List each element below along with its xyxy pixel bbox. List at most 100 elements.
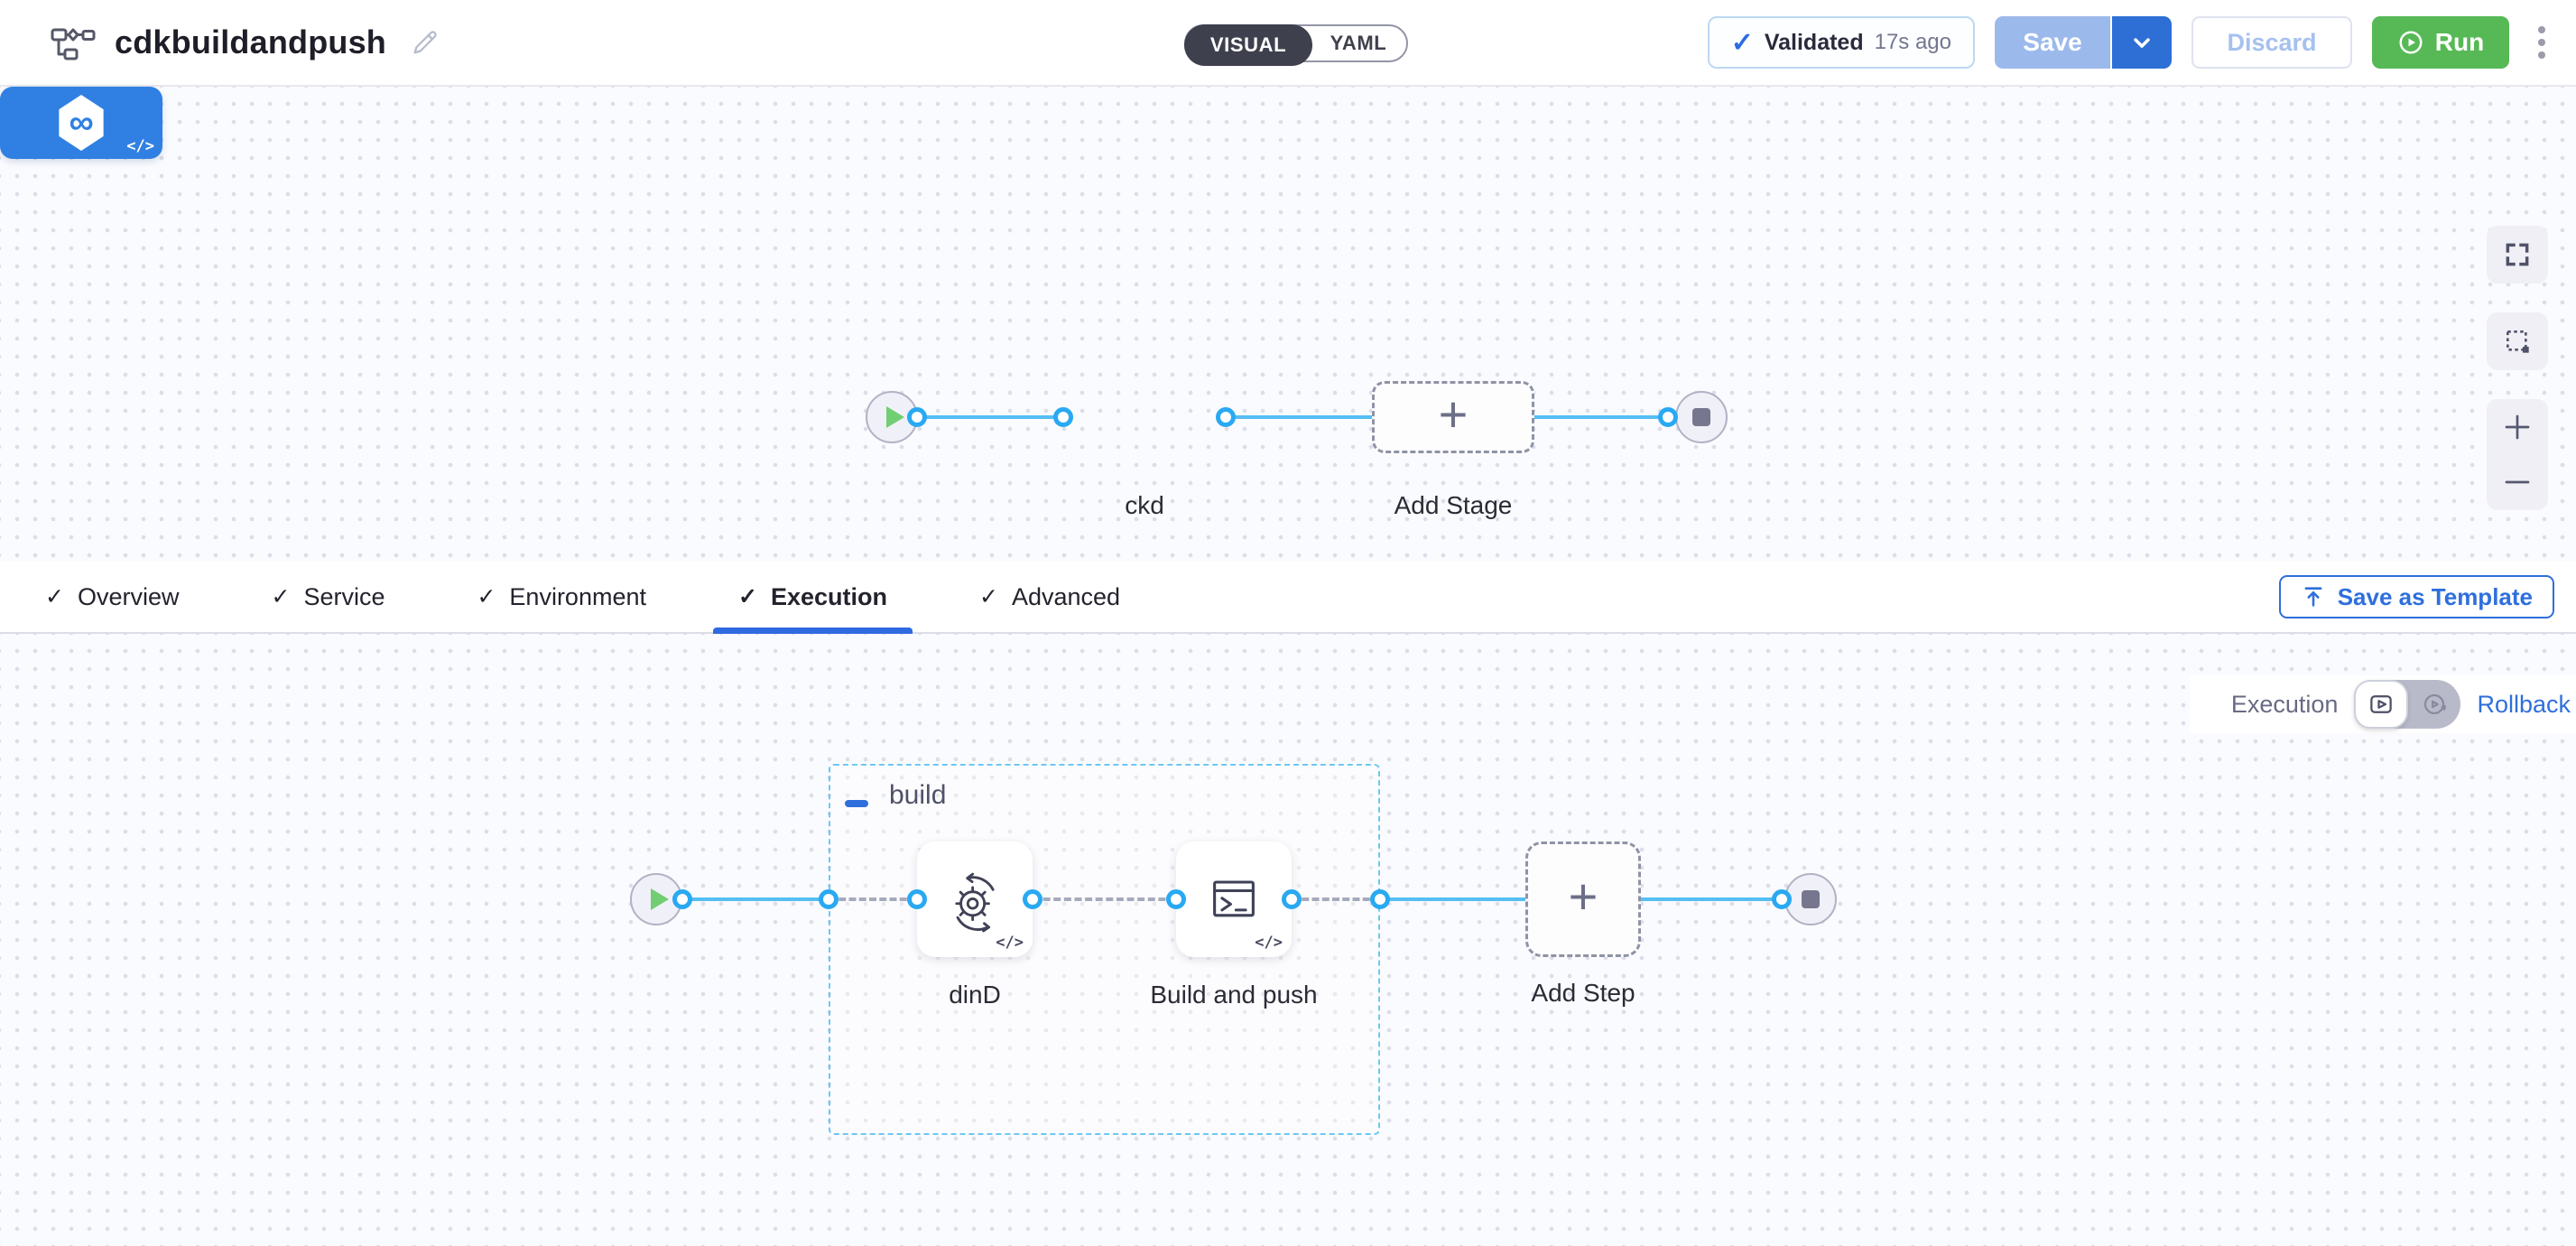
pipeline-title: cdkbuildandpush <box>115 23 387 60</box>
edit-pipeline-name-button[interactable] <box>410 27 440 58</box>
validation-time: 17s ago <box>1874 30 1951 54</box>
check-icon: ✓ <box>477 584 496 609</box>
execution-graph-canvas[interactable]: Execution Rol <box>0 634 2576 1246</box>
tab-service[interactable]: ✓ Service <box>246 562 410 632</box>
step-group-label: build <box>889 780 947 810</box>
zoom-panel <box>2487 399 2548 510</box>
header-actions: ✓ Validated 17s ago Save Discard Run <box>1707 16 2549 69</box>
execution-mode-button[interactable] <box>2354 680 2409 729</box>
step-group-build[interactable] <box>829 764 1380 1135</box>
connector-line-dashed <box>1292 897 1380 901</box>
connector-line <box>1641 897 1782 901</box>
link-port <box>1282 889 1302 909</box>
check-icon: ✓ <box>738 584 757 609</box>
fullscreen-button[interactable] <box>2487 226 2548 284</box>
plus-icon: + <box>1568 868 1598 925</box>
validation-status-text: Validated <box>1764 29 1864 55</box>
tab-label: Service <box>303 582 385 610</box>
tab-environment[interactable]: ✓ Environment <box>451 562 672 632</box>
zoom-out-button[interactable] <box>2501 466 2534 498</box>
save-split-button: Save <box>1995 16 2172 69</box>
step-name-label: Build and push <box>1150 981 1318 1009</box>
collapse-group-icon[interactable] <box>845 800 868 807</box>
connector-line <box>1226 415 1372 419</box>
tab-advanced[interactable]: ✓ Advanced <box>954 562 1145 632</box>
discard-button[interactable]: Discard <box>2191 16 2352 69</box>
connector-line <box>682 897 829 901</box>
link-port <box>1023 889 1042 909</box>
validation-status-badge[interactable]: ✓ Validated 17s ago <box>1707 16 1975 69</box>
save-as-template-label: Save as Template <box>2337 582 2533 610</box>
step-node-build-and-push[interactable]: </> <box>1176 842 1292 957</box>
add-stage-button[interactable]: + <box>1372 381 1534 453</box>
link-port <box>1772 889 1792 909</box>
run-button[interactable]: Run <box>2372 16 2509 69</box>
link-port <box>1166 889 1186 909</box>
background-service-icon <box>941 865 1009 934</box>
ci-stage-icon: ∞ <box>59 95 104 151</box>
pipeline-studio-header: cdkbuildandpush VISUAL YAML ✓ Validated … <box>0 0 2576 87</box>
add-stage-label: Add Stage <box>1394 491 1513 519</box>
toggle-visual-button[interactable]: VISUAL <box>1184 24 1312 66</box>
plus-icon: + <box>1438 386 1469 442</box>
save-as-template-button[interactable]: Save as Template <box>2278 575 2554 618</box>
check-icon: ✓ <box>271 584 291 609</box>
link-port <box>1216 407 1236 427</box>
play-box-icon <box>2368 691 2395 718</box>
pipeline-end-node <box>1675 391 1728 443</box>
execution-mode-label: Execution <box>2230 690 2339 718</box>
visual-yaml-toggle: VISUAL YAML <box>1184 24 1408 66</box>
rollback-play-icon <box>2421 691 2448 718</box>
link-port <box>819 889 839 909</box>
execution-end-node <box>1784 873 1837 925</box>
tab-label: Overview <box>77 582 180 610</box>
tab-label: Environment <box>509 582 646 610</box>
link-port <box>907 407 927 427</box>
save-button[interactable]: Save <box>1995 16 2112 69</box>
fullscreen-icon <box>2503 240 2532 269</box>
connector-line-dashed <box>1033 897 1176 901</box>
code-icon: </> <box>1255 934 1283 952</box>
link-port <box>907 889 927 909</box>
stage-config-tabbar: ✓ Overview ✓ Service ✓ Environment ✓ Exe… <box>0 562 2576 634</box>
stage-node-ckd[interactable]: ∞ </> <box>0 87 162 159</box>
chevron-down-icon <box>2129 30 2154 55</box>
step-name-label: dinD <box>949 981 1001 1009</box>
rollback-link[interactable]: Rollback <box>2477 690 2571 718</box>
check-icon: ✓ <box>1730 27 1754 58</box>
tab-label: Advanced <box>1011 582 1121 610</box>
connector-line-dashed <box>829 897 917 901</box>
stage-graph-canvas[interactable]: ∞ </> + ckd Add Stage <box>0 87 2576 562</box>
connector-line <box>1534 415 1668 419</box>
link-port <box>1053 407 1073 427</box>
add-step-label: Add Step <box>1531 979 1635 1007</box>
start-play-icon <box>885 406 904 428</box>
stop-icon <box>1802 890 1820 908</box>
stop-icon <box>1692 408 1710 426</box>
toggle-yaml-button[interactable]: YAML <box>1330 32 1387 54</box>
tab-execution[interactable]: ✓ Execution <box>713 562 913 634</box>
save-options-button[interactable] <box>2112 16 2172 69</box>
upload-icon <box>2301 584 2326 609</box>
connector-line <box>1380 897 1525 901</box>
stage-name-label: ckd <box>1125 491 1164 519</box>
execution-rollback-switch <box>2354 680 2461 729</box>
terminal-icon <box>1200 865 1268 934</box>
marquee-select-button[interactable] <box>2487 312 2548 370</box>
code-icon: </> <box>996 934 1024 952</box>
tab-label: Execution <box>770 582 887 610</box>
rollback-mode-button[interactable] <box>2408 680 2460 729</box>
link-port <box>672 889 692 909</box>
add-step-button[interactable]: + <box>1525 842 1641 957</box>
run-play-icon <box>2397 29 2424 56</box>
marquee-select-icon <box>2503 327 2532 356</box>
more-options-kebab-button[interactable] <box>2534 21 2549 64</box>
zoom-in-button[interactable] <box>2501 411 2534 443</box>
run-button-label: Run <box>2434 28 2485 56</box>
start-play-icon <box>650 888 669 910</box>
pipeline-icon <box>50 23 97 62</box>
step-node-dind[interactable]: </> <box>917 842 1033 957</box>
pencil-icon <box>410 27 440 58</box>
link-port <box>1658 407 1678 427</box>
tab-overview[interactable]: ✓ Overview <box>20 562 204 632</box>
